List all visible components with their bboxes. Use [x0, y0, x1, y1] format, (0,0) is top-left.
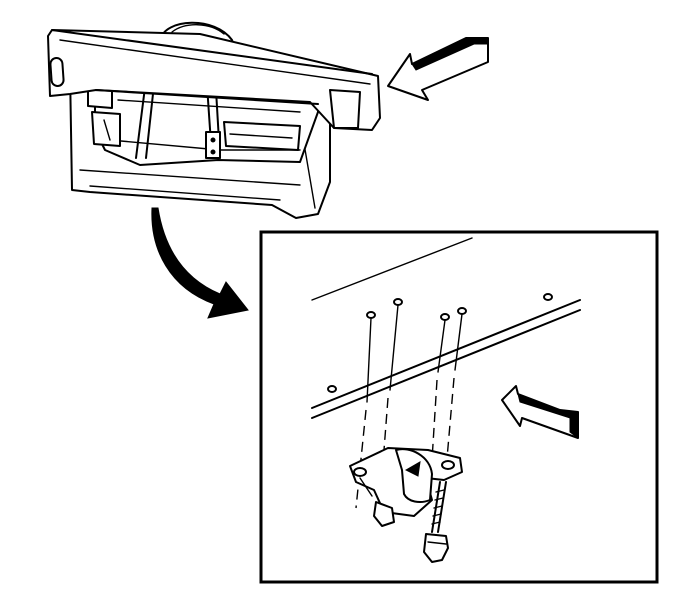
detail-frame	[259, 230, 659, 584]
mounting-bolt-icon	[423, 481, 449, 563]
assembly-housing	[47, 21, 381, 219]
detail-view	[259, 230, 659, 584]
direction-arrow-detail	[501, 385, 579, 439]
curved-callout-arrow	[151, 207, 249, 319]
direction-arrow-top	[387, 37, 489, 101]
bracket-component	[349, 447, 463, 527]
flange-slot-left	[49, 57, 65, 87]
